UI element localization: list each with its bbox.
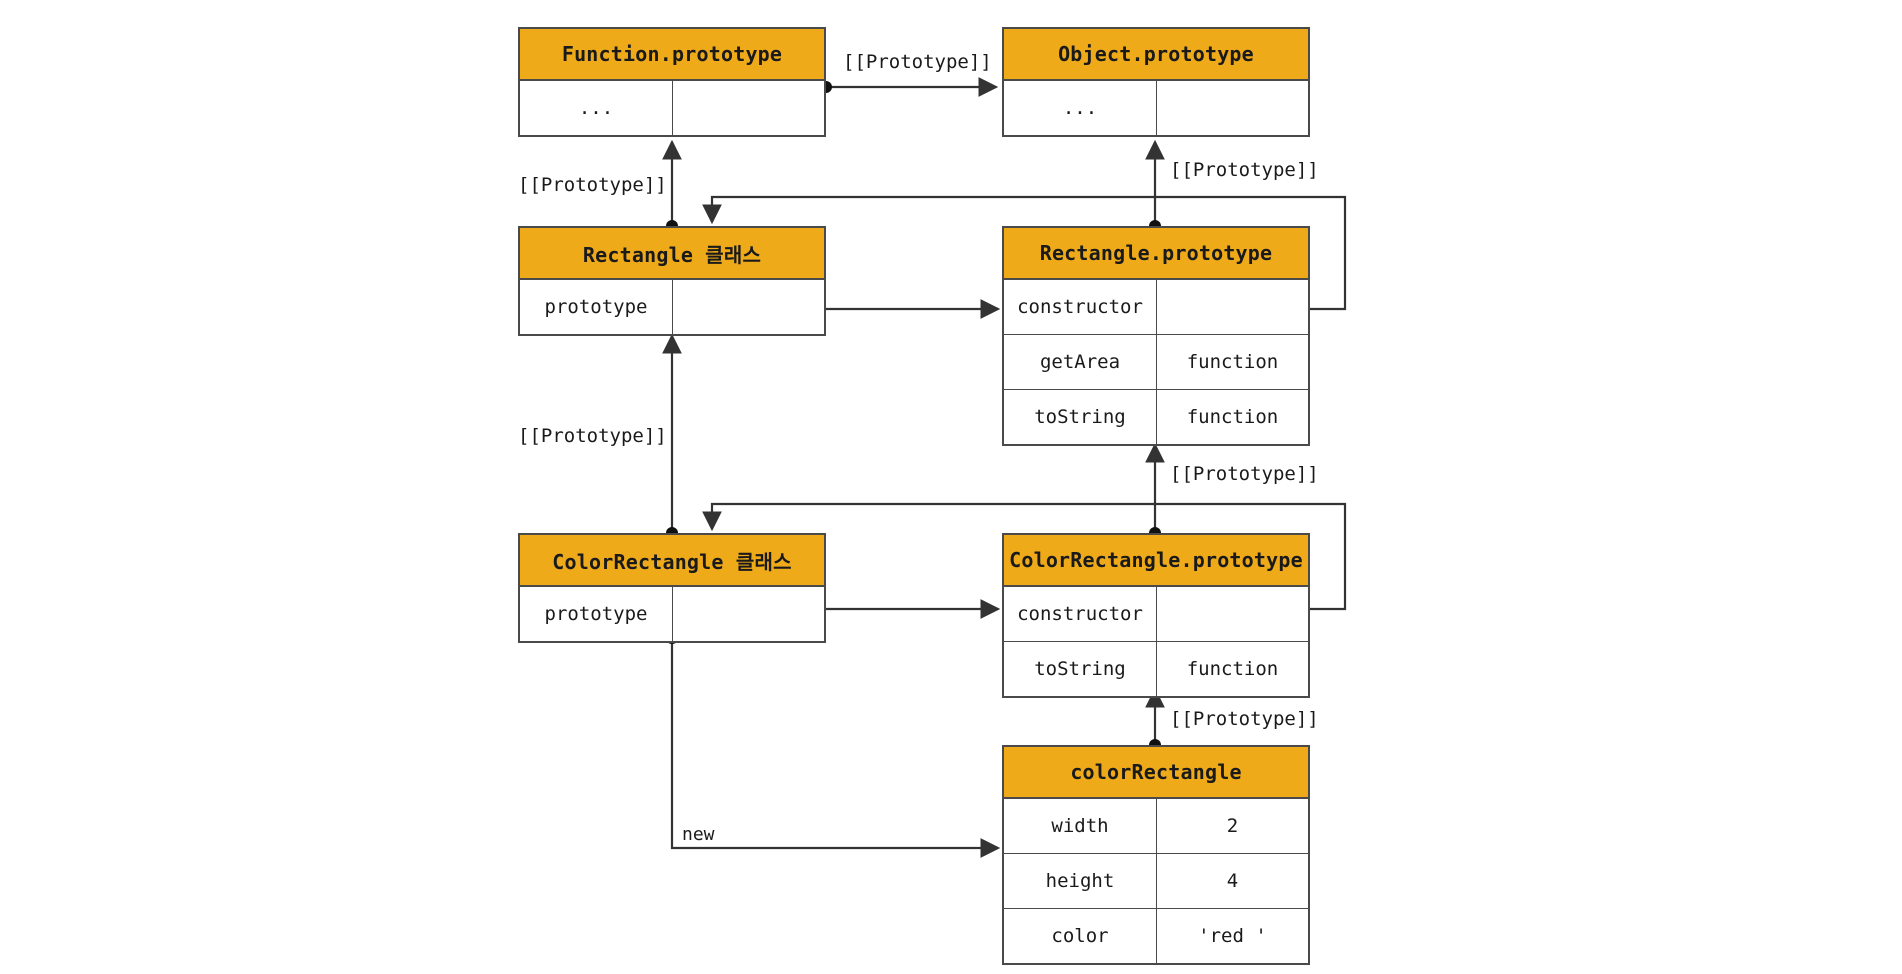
edge-label-rectclass-to-functionproto: [[Prototype]] xyxy=(518,174,667,196)
box-colorrectangle-instance[interactable]: colorRectangle width 2 height 4 color 'r… xyxy=(1002,745,1310,965)
row-value: function xyxy=(1186,406,1279,428)
row-value: 4 xyxy=(1226,870,1239,892)
row-value xyxy=(1157,587,1308,641)
box-title: Rectangle 클래스 xyxy=(520,228,824,280)
box-title: ColorRectangle 클래스 xyxy=(520,535,824,587)
table-row: toString function xyxy=(1004,642,1308,696)
box-colorrectangle-prototype[interactable]: ColorRectangle.prototype constructor toS… xyxy=(1002,533,1310,698)
row-key: width xyxy=(1004,799,1157,853)
box-title: colorRectangle xyxy=(1004,747,1308,799)
row-key: toString xyxy=(1004,642,1157,696)
edge-label-colorclass-to-rectclass: [[Prototype]] xyxy=(518,425,667,447)
table-row: toString function xyxy=(1004,390,1308,444)
table-row: getArea function xyxy=(1004,335,1308,390)
box-object-prototype[interactable]: Object.prototype ... xyxy=(1002,27,1310,137)
edge-label-instance-to-colorproto: [[Prototype]] xyxy=(1170,708,1319,730)
table-row: prototype xyxy=(520,587,824,641)
row-value xyxy=(673,280,824,334)
box-rectangle-class[interactable]: Rectangle 클래스 prototype xyxy=(518,226,826,336)
box-rectangle-prototype[interactable]: Rectangle.prototype constructor getArea … xyxy=(1002,226,1310,446)
table-row: ... xyxy=(1004,81,1308,135)
row-key: prototype xyxy=(520,587,673,641)
edge-label-rectproto-to-objectproto: [[Prototype]] xyxy=(1170,159,1319,181)
row-key: color xyxy=(1004,909,1157,963)
table-row: constructor xyxy=(1004,280,1308,335)
box-title: Rectangle.prototype xyxy=(1004,228,1308,280)
row-value: 'red ' xyxy=(1198,925,1267,947)
edge-label-colorproto-to-rectproto: [[Prototype]] xyxy=(1170,463,1319,485)
row-value xyxy=(1157,280,1308,334)
table-row: constructor xyxy=(1004,587,1308,642)
row-value: 2 xyxy=(1226,815,1239,837)
row-value xyxy=(1157,81,1308,135)
row-value: function xyxy=(1186,658,1279,680)
box-title: Object.prototype xyxy=(1004,29,1308,81)
row-value xyxy=(673,81,824,135)
row-value: function xyxy=(1186,351,1279,373)
row-key: constructor xyxy=(1004,587,1157,641)
box-title: ColorRectangle.prototype xyxy=(1004,535,1308,587)
row-key: prototype xyxy=(520,280,673,334)
row-key: getArea xyxy=(1004,335,1157,389)
row-key: ... xyxy=(520,81,673,135)
box-colorrectangle-class[interactable]: ColorRectangle 클래스 prototype xyxy=(518,533,826,643)
row-key: constructor xyxy=(1004,280,1157,334)
table-row: prototype xyxy=(520,280,824,334)
table-row: width 2 xyxy=(1004,799,1308,854)
edge-label-new: new xyxy=(682,824,715,845)
box-function-prototype[interactable]: Function.prototype ... xyxy=(518,27,826,137)
table-row: color 'red ' xyxy=(1004,909,1308,963)
box-title: Function.prototype xyxy=(520,29,824,81)
table-row: height 4 xyxy=(1004,854,1308,909)
row-value xyxy=(673,587,824,641)
row-key: toString xyxy=(1004,390,1157,444)
table-row: ... xyxy=(520,81,824,135)
row-key: height xyxy=(1004,854,1157,908)
row-key: ... xyxy=(1004,81,1157,135)
edge-label-function-to-object: [[Prototype]] xyxy=(843,51,992,73)
